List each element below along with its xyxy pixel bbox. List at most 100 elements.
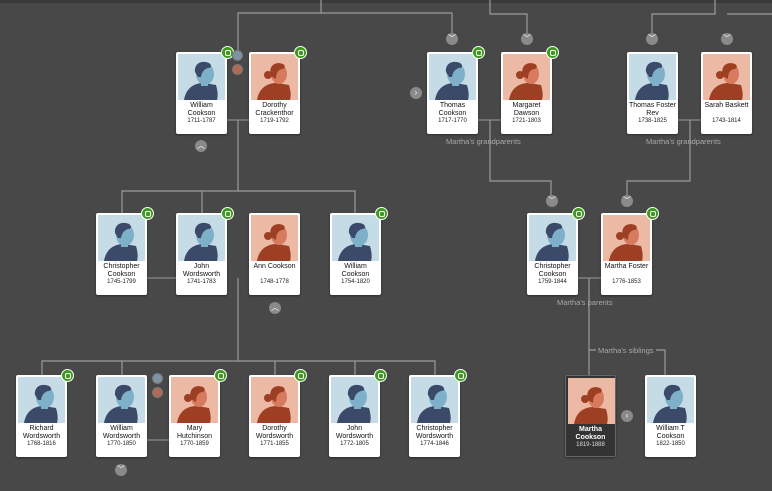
male-silhouette-icon xyxy=(98,377,145,423)
hint-leaf-icon[interactable] xyxy=(454,369,467,382)
female-silhouette-icon xyxy=(703,54,750,100)
hint-leaf-icon[interactable] xyxy=(294,369,307,382)
expand-parents-button[interactable]: ﹀ xyxy=(621,195,633,207)
top-bar xyxy=(0,0,772,3)
hint-leaf-icon[interactable] xyxy=(375,207,388,220)
grandparents-label: Martha's grandparents xyxy=(646,137,721,146)
person-name: William Cookson xyxy=(187,102,216,117)
person-dates: 1776-1853 xyxy=(612,279,641,285)
other-spouse-female-icon[interactable] xyxy=(152,387,163,398)
person-dates: 1819-1888 xyxy=(576,442,605,448)
person-name: Christopher Cookson xyxy=(103,263,140,278)
person-card[interactable]: Ann Cookson 1748-1778 xyxy=(249,213,300,295)
hint-leaf-icon[interactable] xyxy=(546,46,559,59)
hint-leaf-icon[interactable] xyxy=(214,369,227,382)
hint-leaf-icon[interactable] xyxy=(472,46,485,59)
person-name: John Wordsworth xyxy=(335,425,374,440)
male-silhouette-icon xyxy=(429,54,476,100)
person-dates: 1745-1799 xyxy=(107,279,136,285)
female-silhouette-icon xyxy=(503,54,550,100)
hint-leaf-icon[interactable] xyxy=(221,207,234,220)
hint-leaf-icon[interactable] xyxy=(646,207,659,220)
male-silhouette-icon xyxy=(411,377,458,423)
hint-leaf-icon[interactable] xyxy=(61,369,74,382)
person-dates: 1711-1787 xyxy=(187,118,216,124)
person-dates: 1754-1820 xyxy=(341,279,370,285)
male-silhouette-icon xyxy=(332,215,379,261)
male-silhouette-icon xyxy=(178,54,225,100)
female-silhouette-icon xyxy=(171,377,218,423)
male-silhouette-icon xyxy=(629,54,676,100)
expand-parents-button[interactable]: ﹀ xyxy=(546,195,558,207)
other-spouse-female-icon[interactable] xyxy=(232,64,243,75)
person-dates: 1774-1846 xyxy=(420,441,449,447)
expand-parents-button[interactable]: ﹀ xyxy=(446,33,458,45)
male-silhouette-icon xyxy=(18,377,65,423)
male-silhouette-icon xyxy=(98,215,145,261)
person-name: Christopher Cookson xyxy=(534,263,571,278)
person-dates: 1770-1850 xyxy=(107,441,136,447)
person-name: Thomas Foster Rev xyxy=(628,102,677,117)
person-name: Dorothy Crackenthor xyxy=(255,102,294,117)
collapse-button[interactable]: ︿ xyxy=(195,140,207,152)
other-spouse-male-icon[interactable] xyxy=(152,373,163,384)
collapse-siblings-button[interactable]: ‹ xyxy=(621,410,633,422)
person-dates: 1759-1844 xyxy=(538,279,567,285)
grandparents-label: Martha's grandparents xyxy=(446,137,521,146)
person-name: John Wordsworth xyxy=(182,263,221,278)
person-name: Richard Wordsworth xyxy=(22,425,61,440)
siblings-label: Martha's siblings xyxy=(596,346,656,355)
hint-leaf-icon[interactable] xyxy=(374,369,387,382)
person-dates: 1741-1783 xyxy=(187,279,216,285)
parents-label: Martha's parents xyxy=(557,298,613,307)
person-dates: 1748-1778 xyxy=(260,279,289,285)
hint-leaf-icon[interactable] xyxy=(572,207,585,220)
expand-parents-button[interactable]: ﹀ xyxy=(521,33,533,45)
expand-parents-button[interactable]: ﹀ xyxy=(646,33,658,45)
person-dates: 1719-1792 xyxy=(260,118,289,124)
female-silhouette-icon xyxy=(251,215,298,261)
other-spouse-male-icon[interactable] xyxy=(232,50,243,61)
collapse-button[interactable]: ︿ xyxy=(269,302,281,314)
female-silhouette-icon xyxy=(251,54,298,100)
person-name: Thomas Cookson xyxy=(438,102,467,117)
male-silhouette-icon xyxy=(331,377,378,423)
expand-siblings-button[interactable]: › xyxy=(410,87,422,99)
person-name: Christopher Wordsworth xyxy=(415,425,454,440)
male-silhouette-icon xyxy=(178,215,225,261)
expand-parents-button[interactable]: ﹀ xyxy=(721,33,733,45)
person-name: William Cookson xyxy=(341,263,370,278)
hint-leaf-icon[interactable] xyxy=(294,46,307,59)
hint-leaf-icon[interactable] xyxy=(141,207,154,220)
person-dates: 1717-1770 xyxy=(438,118,467,124)
person-dates: 1721-1803 xyxy=(512,118,541,124)
person-dates: 1771-1855 xyxy=(260,441,289,447)
collapse-button[interactable]: ﹀ xyxy=(115,464,127,476)
person-name: William Wordsworth xyxy=(102,425,141,440)
male-silhouette-icon xyxy=(529,215,576,261)
person-dates: 1738-1825 xyxy=(638,118,667,124)
person-name: Martha Cookson xyxy=(575,426,606,441)
female-silhouette-icon xyxy=(603,215,650,261)
person-name: Ann Cookson xyxy=(253,263,296,270)
